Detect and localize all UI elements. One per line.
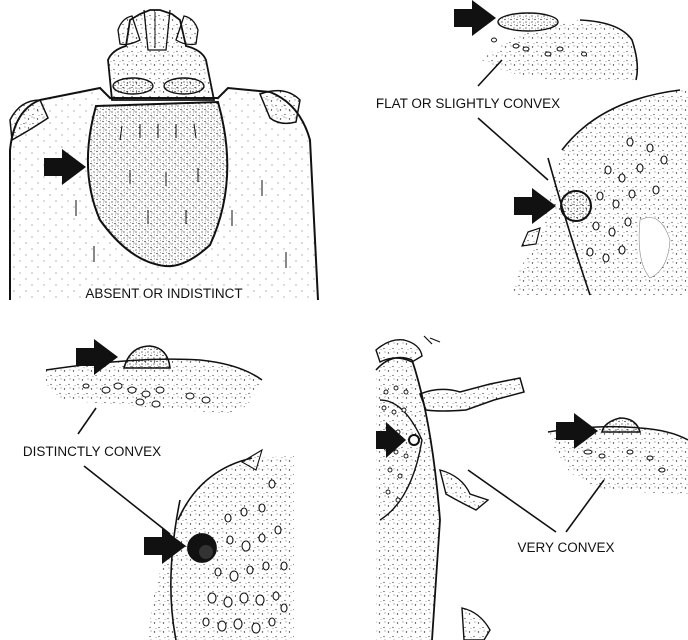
- flat-eye-detail: [561, 191, 591, 221]
- distinctly-convex-label: DISTINCTLY CONVEX: [23, 444, 161, 459]
- distinct-eye-upper: [124, 346, 170, 368]
- flat-eye-upper: [498, 13, 558, 31]
- panel-absent-or-indistinct: ABSENT OR INDISTINCT: [10, 10, 318, 301]
- arrow-icon: [454, 0, 496, 36]
- absent-or-indistinct-label: ABSENT OR INDISTINCT: [85, 286, 242, 301]
- very-convex-label: VERY CONVEX: [517, 540, 614, 555]
- very-convex-eye-detail: [409, 435, 419, 445]
- panel-very-convex: VERY CONVEX: [376, 336, 688, 640]
- flat-or-slightly-convex-label: FLAT OR SLIGHTLY CONVEX: [376, 96, 560, 111]
- panel-distinctly-convex: DISTINCTLY CONVEX: [23, 339, 294, 640]
- panel-flat-or-slightly-convex: FLAT OR SLIGHTLY CONVEX: [376, 0, 688, 295]
- very-convex-eye-upper: [602, 418, 640, 432]
